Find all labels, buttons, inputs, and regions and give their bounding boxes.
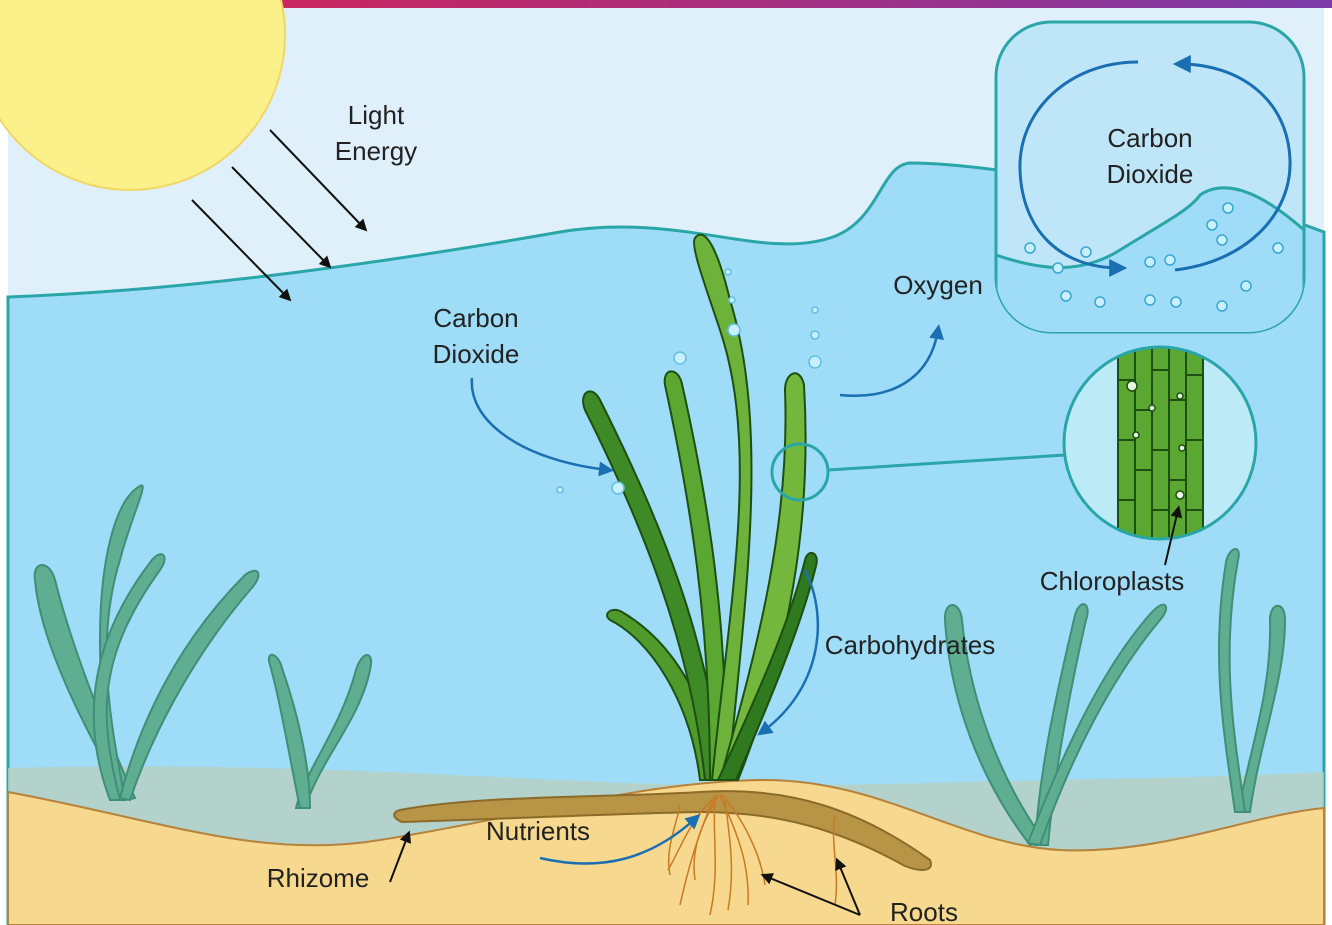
rhizome-label: Rhizome — [267, 863, 370, 893]
co2-label-line2: Dioxide — [433, 339, 520, 369]
co2-label-line1: Carbon — [433, 303, 518, 333]
co2-cycle-label-line1: Carbon — [1107, 123, 1192, 153]
light-energy-label-line2: Energy — [335, 136, 417, 166]
light-energy-label-line1: Light — [348, 100, 405, 130]
nutrients-label: Nutrients — [486, 816, 590, 846]
oxygen-label: Oxygen — [893, 270, 983, 300]
chloroplasts-label: Chloroplasts — [1040, 566, 1185, 596]
carbohydrates-label: Carbohydrates — [825, 630, 996, 660]
roots-label: Roots — [890, 897, 958, 925]
co2-cycle-label-line2: Dioxide — [1107, 159, 1194, 189]
